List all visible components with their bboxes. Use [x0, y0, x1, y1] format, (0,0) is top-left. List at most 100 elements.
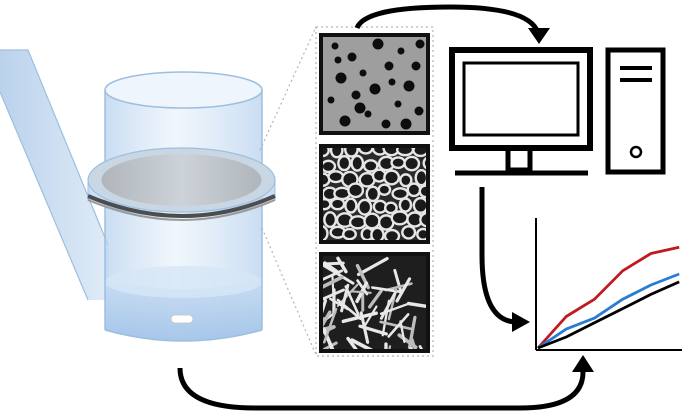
- droplet: [339, 115, 351, 127]
- droplet: [354, 102, 366, 114]
- foam-cell: [365, 185, 381, 203]
- fiber: [323, 264, 355, 285]
- computer-monitor-icon: [449, 47, 593, 176]
- droplet: [331, 42, 339, 50]
- foam-cell: [412, 148, 426, 158]
- foam-cell: [406, 182, 422, 198]
- fiber: [323, 261, 340, 274]
- fiber: [363, 305, 378, 328]
- droplet: [384, 61, 394, 71]
- foam-cell: [323, 148, 330, 158]
- sample-panel-fibrous-network: [319, 252, 430, 353]
- foam-cell: [363, 212, 381, 230]
- droplet: [335, 72, 347, 84]
- foam-cell: [323, 225, 329, 240]
- foam-cell: [390, 156, 407, 170]
- droplet: [415, 39, 425, 49]
- fiber: [397, 333, 418, 349]
- foam-cell: [383, 228, 401, 240]
- droplet: [403, 80, 415, 92]
- fiber: [350, 338, 374, 349]
- fiber: [406, 301, 426, 309]
- fiber: [399, 320, 406, 343]
- fiber: [323, 327, 335, 349]
- foam-cell: [342, 227, 357, 240]
- foam-cell: [362, 159, 379, 173]
- foam-cell: [327, 170, 345, 184]
- fiber: [323, 261, 345, 266]
- droplet: [347, 52, 357, 62]
- droplet: [400, 118, 412, 130]
- droplet: [369, 83, 381, 95]
- droplet: [359, 69, 367, 77]
- fiber: [323, 275, 344, 289]
- foam-cell: [350, 154, 365, 172]
- foam-cell: [383, 201, 398, 215]
- fiber: [379, 302, 411, 315]
- foam-cell: [347, 182, 365, 199]
- chart-series-line-2: [537, 272, 680, 350]
- computer-tower-icon: [605, 47, 666, 175]
- fiber: [336, 298, 362, 321]
- foam-cell: [329, 197, 346, 211]
- fiber: [368, 289, 383, 309]
- foam-cell: [416, 227, 426, 240]
- fiber: [323, 310, 332, 328]
- droplet: [388, 78, 396, 86]
- foam-cell: [422, 156, 426, 170]
- foam-cell: [398, 197, 413, 213]
- arrow-beaker-to-chart: [177, 355, 594, 411]
- arrow-computer-to-chart: [479, 187, 530, 332]
- foam-cell: [323, 211, 338, 229]
- fiber: [356, 279, 369, 296]
- foam-cell: [377, 183, 392, 196]
- foam-cell: [344, 197, 358, 214]
- arrow-samples-to-computer: [354, 4, 550, 44]
- droplet: [364, 110, 372, 118]
- droplet: [351, 90, 361, 100]
- foam-cell: [348, 215, 367, 230]
- foam-cell: [390, 210, 409, 226]
- droplet: [397, 47, 405, 55]
- droplet-pattern: [327, 38, 425, 130]
- zoom-guide-lines: [259, 26, 434, 357]
- line-chart-icon: [535, 218, 682, 351]
- fiber: [408, 346, 413, 349]
- droplet: [327, 96, 335, 104]
- fiber: [379, 320, 414, 331]
- droplet: [414, 106, 424, 116]
- fiber: [395, 277, 412, 303]
- foam-cell: [419, 211, 426, 228]
- fiber: [323, 307, 338, 344]
- droplet: [372, 38, 384, 50]
- foam-cell: [414, 169, 426, 187]
- sample-panel-open-porous-network: [319, 144, 430, 244]
- foam-cell: [383, 169, 400, 186]
- foam-cell: [344, 148, 359, 158]
- foam-cell: [418, 184, 426, 199]
- droplet: [394, 100, 402, 108]
- foam-pattern: [323, 148, 426, 240]
- fiber: [341, 311, 378, 324]
- fiber: [346, 336, 358, 349]
- fiber: [349, 290, 372, 294]
- fiber: [387, 313, 410, 338]
- fiber: [358, 324, 388, 336]
- fiber: [356, 256, 389, 277]
- fiber: [336, 256, 348, 274]
- foam-cell: [401, 225, 417, 240]
- foam-cell: [412, 196, 426, 214]
- foam-cell: [357, 198, 373, 216]
- droplet: [334, 56, 342, 64]
- beaker-icon: [0, 49, 276, 342]
- stir-bar-icon: [170, 314, 194, 324]
- fiber-pattern: [323, 256, 426, 349]
- foam-cell: [337, 155, 352, 172]
- foam-cell: [370, 226, 385, 240]
- chart-series-line-1: [536, 245, 680, 349]
- chart-series-line-3: [537, 280, 680, 350]
- foam-cell: [399, 173, 413, 188]
- fiber: [371, 286, 404, 294]
- foam-cell: [357, 148, 374, 155]
